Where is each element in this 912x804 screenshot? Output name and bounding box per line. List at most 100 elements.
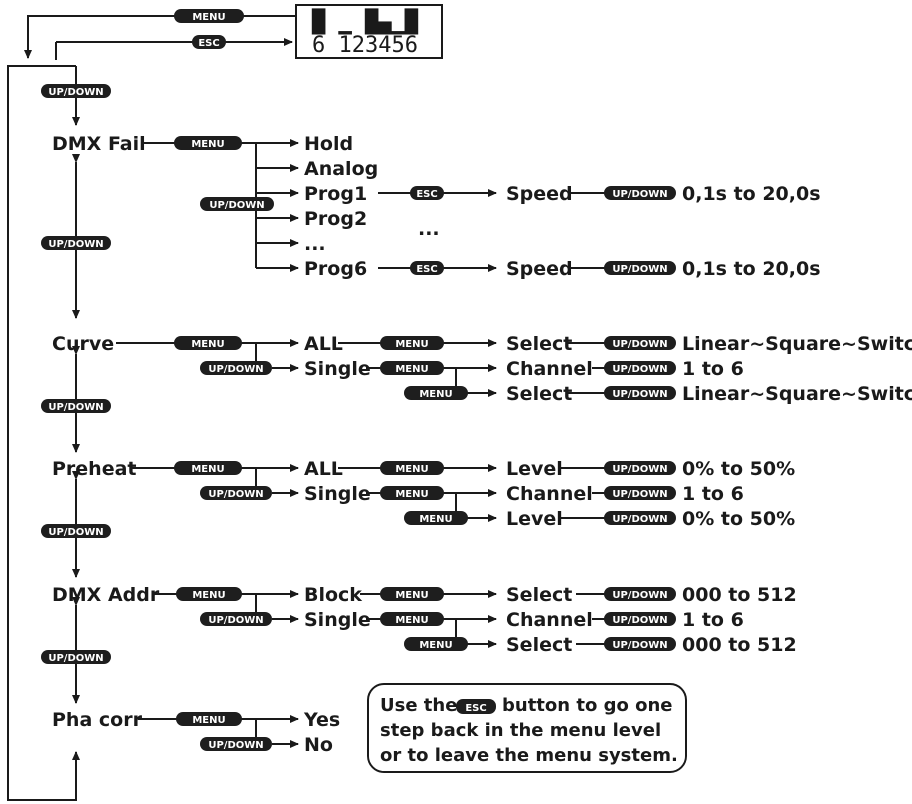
- updown-button-main-3: UP/DOWN: [41, 399, 111, 413]
- svg-text:MENU: MENU: [419, 640, 452, 651]
- menu-button-preheat-all: MENU: [380, 461, 444, 475]
- svg-text:MENU: MENU: [191, 464, 224, 475]
- updown-button-preheat-all: UP/DOWN: [604, 461, 676, 475]
- svg-text:MENU: MENU: [192, 590, 225, 601]
- updown-button-dmxfail: UP/DOWN: [200, 197, 274, 211]
- option-prog6: Prog6: [304, 258, 367, 280]
- svg-text:UP/DOWN: UP/DOWN: [612, 615, 667, 626]
- dmxaddr-block-select: Select: [506, 584, 572, 606]
- updown-button-curve-select: UP/DOWN: [604, 386, 676, 400]
- esc-button-top: ESC: [192, 35, 226, 49]
- updown-button-main-4: UP/DOWN: [41, 524, 111, 538]
- updown-button-preheat-channel: UP/DOWN: [604, 486, 676, 500]
- prog1-speed-label: Speed: [506, 183, 573, 205]
- updown-button-preheat-level: UP/DOWN: [604, 511, 676, 525]
- menu-button-dmxaddr-single: MENU: [380, 612, 444, 626]
- curve-single-channels: 1 to 6: [682, 358, 744, 380]
- svg-text:UP/DOWN: UP/DOWN: [209, 200, 264, 211]
- svg-text:UP/DOWN: UP/DOWN: [612, 189, 667, 200]
- menu-button-dmxaddr-block: MENU: [380, 587, 444, 601]
- svg-text:ESC: ESC: [416, 189, 437, 200]
- svg-text:ESC: ESC: [198, 38, 219, 49]
- updown-button-main-5: UP/DOWN: [41, 650, 111, 664]
- option-prog1: Prog1: [304, 183, 367, 205]
- phacorr-no: No: [304, 734, 333, 756]
- menu-button-curve-all: MENU: [380, 336, 444, 350]
- updown-button-dmxaddr-block: UP/DOWN: [604, 587, 676, 601]
- dmxaddr-single-channels: 1 to 6: [682, 609, 744, 631]
- curve-all-select: Select: [506, 333, 572, 355]
- menu-button-phacorr: MENU: [176, 712, 242, 726]
- menu-button-dmxaddr-single-2: MENU: [404, 637, 468, 651]
- item-curve: Curve: [52, 333, 114, 355]
- prog-ellipsis: ...: [418, 218, 440, 240]
- svg-text:MENU: MENU: [395, 489, 428, 500]
- esc-button-prog6: ESC: [410, 261, 444, 275]
- item-dmx-fail: DMX Fail: [52, 133, 146, 155]
- dmxaddr-single: Single: [304, 609, 371, 631]
- esc-button-prog1: ESC: [410, 186, 444, 200]
- svg-text:UP/DOWN: UP/DOWN: [612, 389, 667, 400]
- curve-single-values: Linear~Square~Switch: [682, 383, 912, 405]
- updown-button-main-2: UP/DOWN: [41, 236, 111, 250]
- option-hold: Hold: [304, 133, 353, 155]
- svg-text:ESC: ESC: [465, 703, 486, 714]
- menu-button-dmxaddr: MENU: [176, 587, 242, 601]
- svg-text:UP/DOWN: UP/DOWN: [208, 615, 263, 626]
- prog6-speed-label: Speed: [506, 258, 573, 280]
- note-line1-post: button to go one: [502, 695, 673, 716]
- esc-note-box: [367, 683, 687, 773]
- menu-button-dmxfail: MENU: [174, 136, 242, 150]
- svg-text:MENU: MENU: [395, 464, 428, 475]
- updown-button-phacorr: UP/DOWN: [200, 737, 272, 751]
- svg-text:UP/DOWN: UP/DOWN: [612, 489, 667, 500]
- svg-text:UP/DOWN: UP/DOWN: [612, 514, 667, 525]
- updown-button-dmxaddr-channel: UP/DOWN: [604, 612, 676, 626]
- updown-button-curve-channel: UP/DOWN: [604, 361, 676, 375]
- menu-button-preheat-single: MENU: [380, 486, 444, 500]
- svg-text:UP/DOWN: UP/DOWN: [208, 740, 263, 751]
- dmxaddr-single-channel: Channel: [506, 609, 593, 631]
- lcd-top-digits: █ ▁ █▄▁█: [311, 8, 419, 35]
- svg-text:MENU: MENU: [192, 12, 225, 23]
- preheat-all-range: 0% to 50%: [682, 458, 795, 480]
- curve-single: Single: [304, 358, 371, 380]
- preheat-single-channel: Channel: [506, 483, 593, 505]
- svg-text:UP/DOWN: UP/DOWN: [208, 364, 263, 375]
- updown-button-dmxaddr-select: UP/DOWN: [604, 637, 676, 651]
- svg-text:MENU: MENU: [191, 339, 224, 350]
- updown-button-main-1: UP/DOWN: [41, 84, 111, 98]
- option-analog: Analog: [304, 158, 378, 180]
- svg-text:UP/DOWN: UP/DOWN: [48, 87, 103, 98]
- dmxaddr-single-select: Select: [506, 634, 572, 656]
- curve-single-select: Select: [506, 383, 572, 405]
- curve-single-channel: Channel: [506, 358, 593, 380]
- preheat-single: Single: [304, 483, 371, 505]
- loop-back-line: [7, 65, 80, 801]
- preheat-single-channels: 1 to 6: [682, 483, 744, 505]
- svg-text:UP/DOWN: UP/DOWN: [48, 653, 103, 664]
- note-line2: step back in the menu level: [380, 720, 661, 741]
- svg-text:MENU: MENU: [191, 139, 224, 150]
- menu-entry-arrow: [24, 15, 296, 59]
- svg-text:MENU: MENU: [395, 615, 428, 626]
- updown-button-preheat: UP/DOWN: [200, 486, 272, 500]
- lcd-bottom-digits: 6 123456: [312, 33, 418, 58]
- svg-text:MENU: MENU: [192, 715, 225, 726]
- item-preheat: Preheat: [52, 458, 137, 480]
- menu-button-curve: MENU: [174, 336, 242, 350]
- updown-button-curve-all: UP/DOWN: [604, 336, 676, 350]
- svg-text:UP/DOWN: UP/DOWN: [612, 590, 667, 601]
- note-line1-pre: Use the: [380, 695, 457, 716]
- svg-text:UP/DOWN: UP/DOWN: [612, 464, 667, 475]
- menu-button-curve-single: MENU: [380, 361, 444, 375]
- item-dmx-addr: DMX Addr: [52, 584, 160, 606]
- svg-text:MENU: MENU: [419, 514, 452, 525]
- note-line3: or to leave the menu system.: [380, 745, 678, 766]
- svg-text:UP/DOWN: UP/DOWN: [612, 339, 667, 350]
- svg-text:MENU: MENU: [419, 389, 452, 400]
- prog1-speed-range: 0,1s to 20,0s: [682, 183, 821, 205]
- svg-text:MENU: MENU: [395, 590, 428, 601]
- updown-button-dmxaddr: UP/DOWN: [200, 612, 272, 626]
